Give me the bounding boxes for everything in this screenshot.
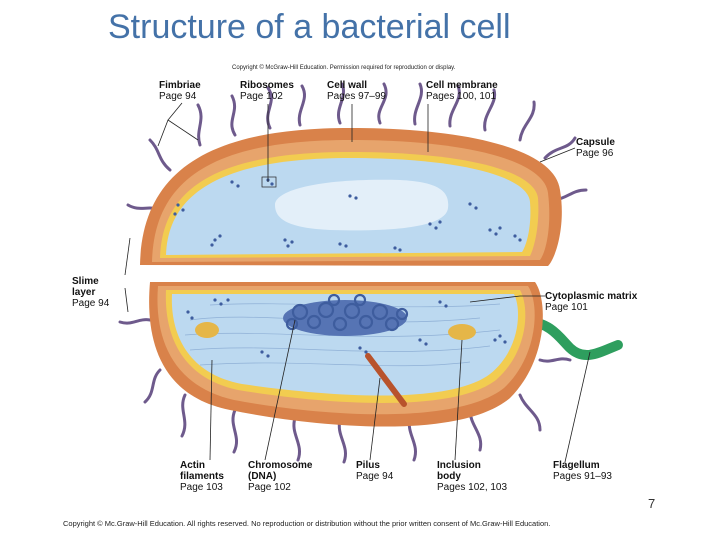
label-fimbriae-page: Page 94 bbox=[159, 91, 201, 102]
label-inclusion-title1: Inclusion bbox=[437, 460, 507, 471]
label-ribosomes-page: Page 102 bbox=[240, 91, 294, 102]
label-cell-wall: Cell wall Pages 97–99 bbox=[327, 80, 386, 102]
label-chromosome-title2: (DNA) bbox=[248, 471, 312, 482]
label-flagellum: Flagellum Pages 91–93 bbox=[553, 460, 612, 482]
label-chromosome: Chromosome (DNA) Page 102 bbox=[248, 460, 312, 493]
label-flagellum-page: Pages 91–93 bbox=[553, 471, 612, 482]
label-slime-layer-title2: layer bbox=[72, 287, 109, 298]
label-cell-membrane-page: Pages 100, 101 bbox=[426, 91, 498, 102]
label-pilus-title: Pilus bbox=[356, 460, 393, 471]
label-cell-membrane-title: Cell membrane bbox=[426, 80, 498, 91]
label-chromosome-title1: Chromosome bbox=[248, 460, 312, 471]
label-inclusion-page: Pages 102, 103 bbox=[437, 482, 507, 493]
label-cell-membrane: Cell membrane Pages 100, 101 bbox=[426, 80, 498, 102]
cell-bottom-half bbox=[149, 282, 543, 427]
label-pilus: Pilus Page 94 bbox=[356, 460, 393, 482]
label-ribosomes: Ribosomes Page 102 bbox=[240, 80, 294, 102]
label-cytoplasmic-matrix-page: Page 101 bbox=[545, 302, 637, 313]
label-cytoplasmic-matrix: Cytoplasmic matrix Page 101 bbox=[545, 291, 637, 313]
slide-copyright: Copyright © Mc.Graw-Hill Education. All … bbox=[63, 519, 550, 528]
label-cytoplasmic-matrix-title: Cytoplasmic matrix bbox=[545, 291, 637, 302]
label-actin-title1: Actin bbox=[180, 460, 224, 471]
label-fimbriae-title: Fimbriae bbox=[159, 80, 201, 91]
label-actin-filaments: Actin filaments Page 103 bbox=[180, 460, 224, 493]
label-capsule: Capsule Page 96 bbox=[576, 137, 615, 159]
label-cell-wall-page: Pages 97–99 bbox=[327, 91, 386, 102]
slide-number: 7 bbox=[648, 496, 655, 511]
cell-top-half bbox=[140, 128, 562, 266]
label-inclusion-title2: body bbox=[437, 471, 507, 482]
label-ribosomes-title: Ribosomes bbox=[240, 80, 294, 91]
inclusion-body-left bbox=[195, 322, 219, 338]
label-actin-page: Page 103 bbox=[180, 482, 224, 493]
label-fimbriae: Fimbriae Page 94 bbox=[159, 80, 201, 102]
label-pilus-page: Page 94 bbox=[356, 471, 393, 482]
label-chromosome-page: Page 102 bbox=[248, 482, 312, 493]
label-capsule-page: Page 96 bbox=[576, 148, 615, 159]
label-actin-title2: filaments bbox=[180, 471, 224, 482]
label-slime-layer: Slime layer Page 94 bbox=[72, 276, 109, 309]
inclusion-body-right bbox=[448, 324, 476, 340]
label-inclusion-body: Inclusion body Pages 102, 103 bbox=[437, 460, 507, 493]
label-slime-layer-title1: Slime bbox=[72, 276, 109, 287]
label-capsule-title: Capsule bbox=[576, 137, 615, 148]
label-flagellum-title: Flagellum bbox=[553, 460, 612, 471]
label-slime-layer-page: Page 94 bbox=[72, 298, 109, 309]
label-cell-wall-title: Cell wall bbox=[327, 80, 386, 91]
